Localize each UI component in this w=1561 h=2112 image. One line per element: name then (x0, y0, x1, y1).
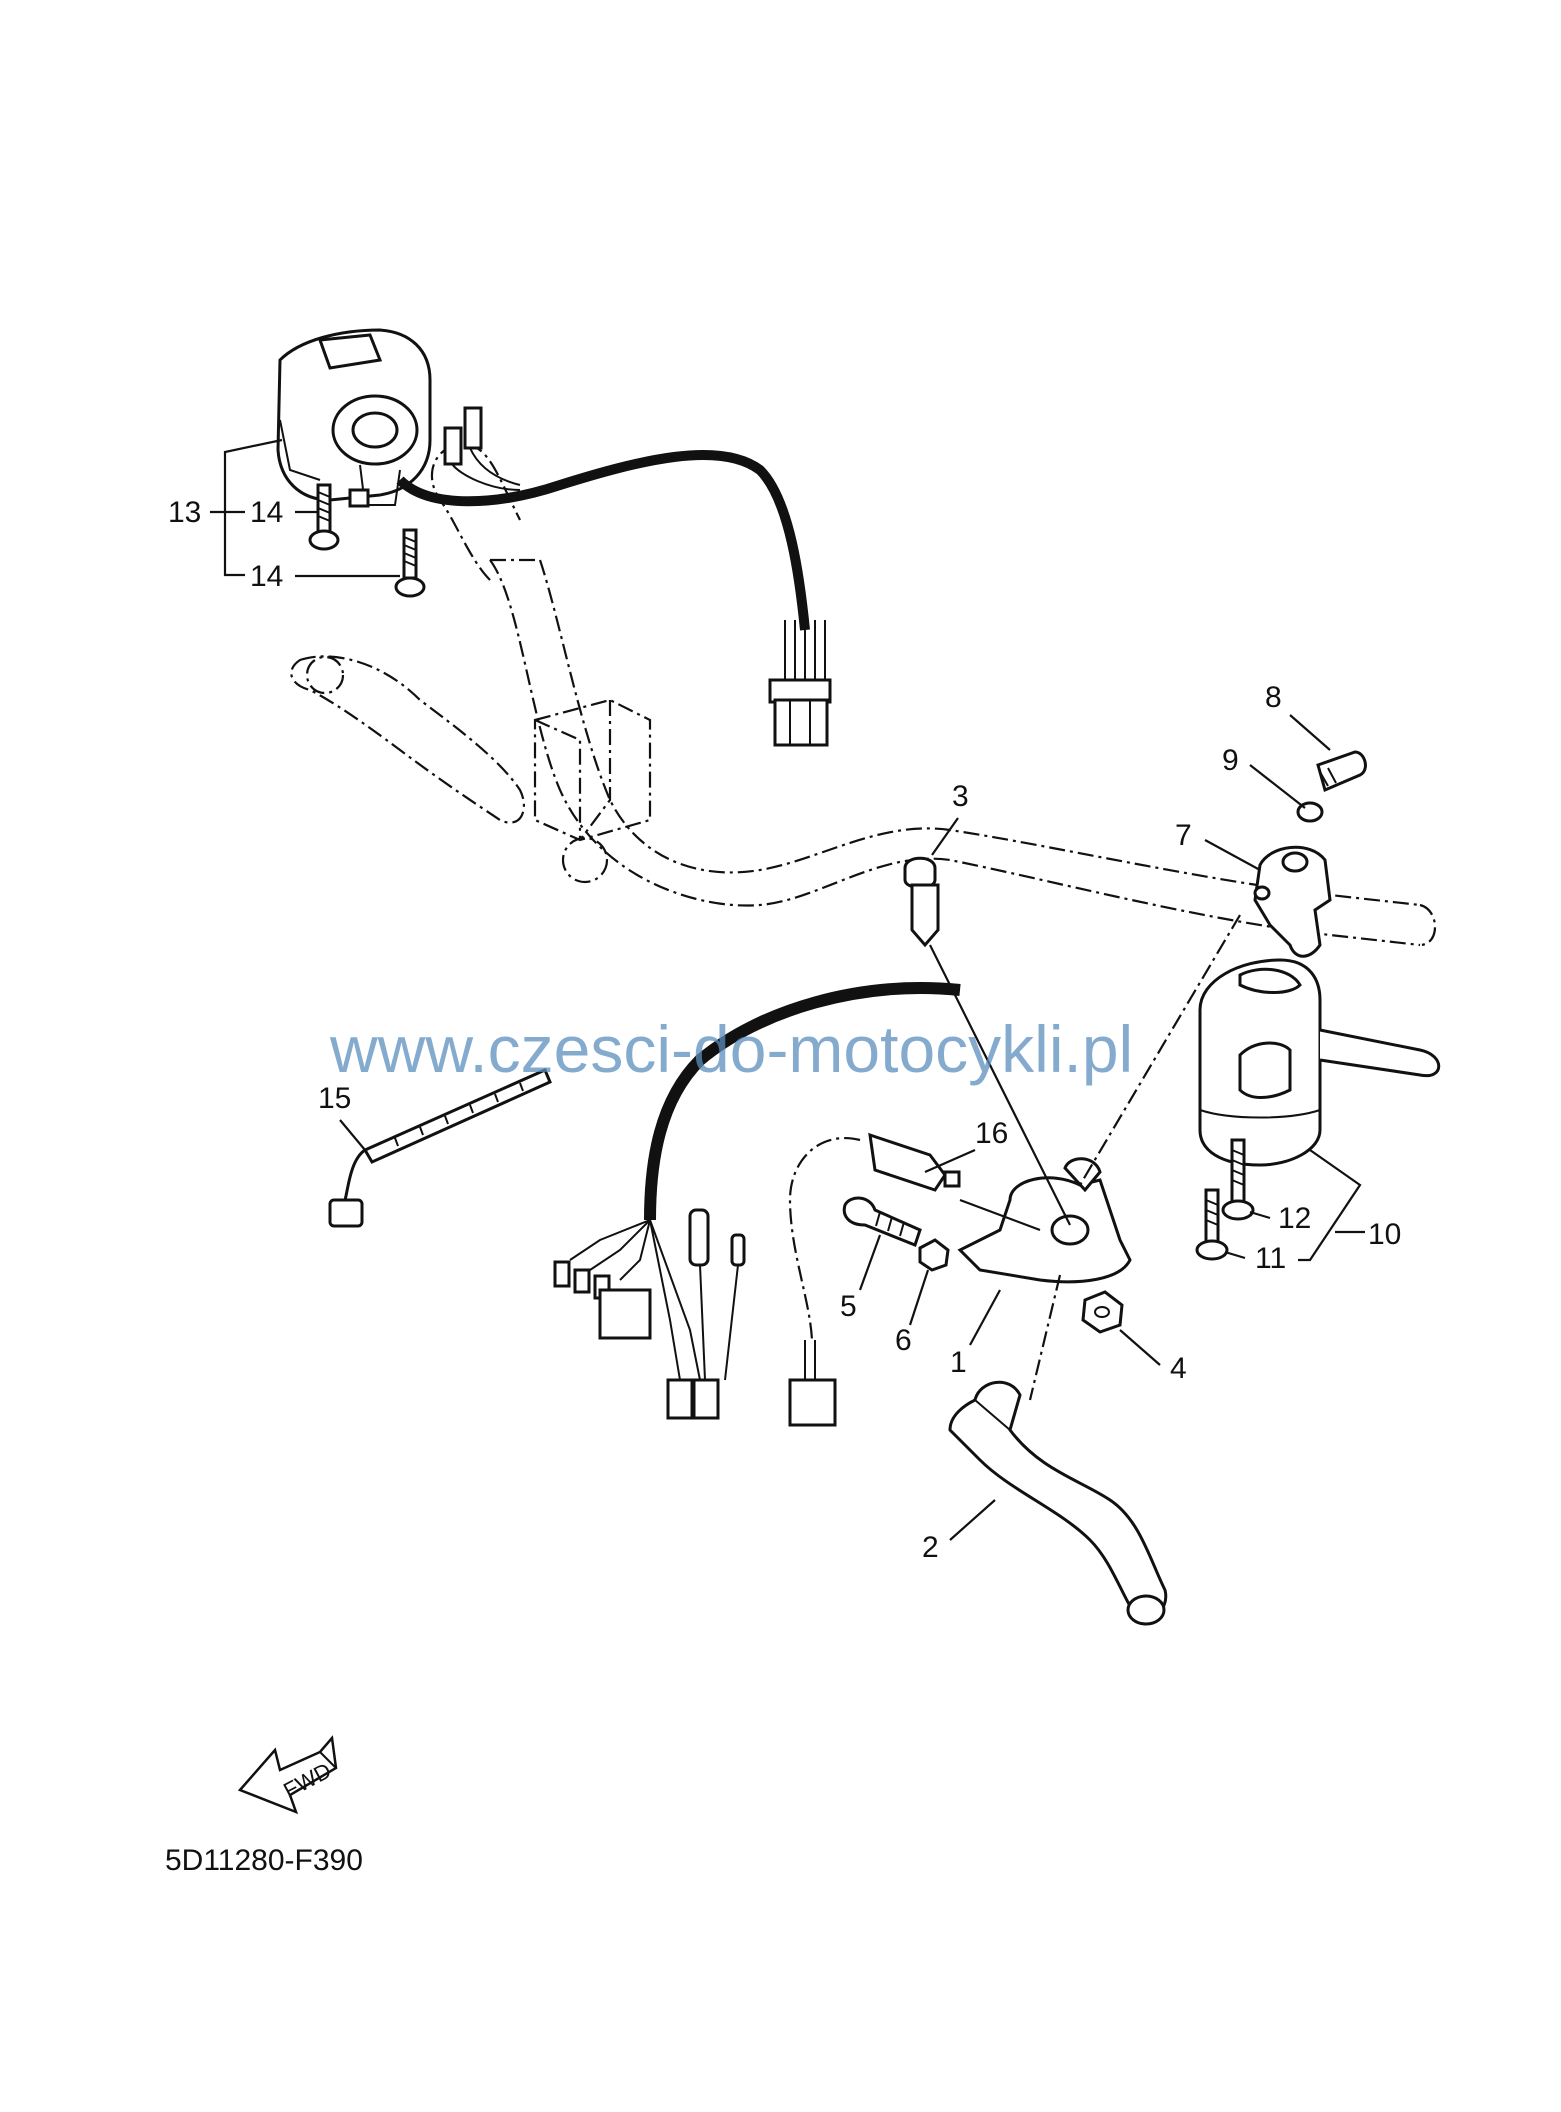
callout-14-lower: 14 (250, 560, 283, 593)
leader-lines (210, 438, 1365, 1541)
bolt-5 (842, 1196, 922, 1247)
left-handlebar-switch (276, 328, 832, 747)
callout-8: 8 (1265, 681, 1282, 714)
clutch-lever (948, 1380, 1168, 1626)
callout-4: 4 (1170, 1352, 1187, 1385)
callout-labels: 1 2 3 4 5 6 7 8 9 10 11 12 13 14 14 15 1… (168, 496, 1401, 1564)
handlebar-outline (430, 443, 1436, 947)
left-clamp-phantom (533, 698, 652, 884)
main-wire-harness (553, 982, 961, 1427)
screw-12 (1221, 1138, 1255, 1221)
clutch-switch-holder (1253, 845, 1332, 958)
callout-6: 6 (895, 1324, 912, 1357)
callout-2: 2 (922, 1531, 939, 1564)
screw-8 (1316, 750, 1367, 793)
bolt-3 (903, 856, 940, 948)
callout-14-upper: 14 (250, 496, 283, 529)
callout-12: 12 (1278, 1202, 1311, 1235)
screw-14-upper (308, 483, 340, 551)
fwd-arrow-icon: FWD (237, 1735, 338, 1815)
callout-5: 5 (840, 1290, 857, 1323)
clutch-switch (868, 1132, 961, 1192)
callout-1: 1 (950, 1346, 967, 1379)
callout-15: 15 (318, 1082, 351, 1115)
watermark-url: www.czesci-do-motocykli.pl (329, 1012, 1133, 1086)
callout-11: 11 (1255, 1242, 1286, 1275)
callout-13: 13 (168, 496, 201, 529)
callout-7: 7 (1175, 819, 1192, 852)
right-handlebar-switch (1198, 958, 1441, 1167)
cable-tie (328, 1068, 552, 1228)
callout-3: 3 (952, 780, 969, 813)
diagram-code: 5D11280-F390 (165, 1844, 363, 1877)
callout-9: 9 (1222, 744, 1239, 777)
screw-11 (1195, 1188, 1229, 1261)
callout-10: 10 (1368, 1218, 1401, 1251)
nut-6 (918, 1238, 950, 1272)
nut-4 (1081, 1290, 1124, 1334)
screw-14-lower (394, 528, 426, 598)
callout-16: 16 (975, 1117, 1008, 1150)
left-lever-phantom (290, 655, 525, 824)
